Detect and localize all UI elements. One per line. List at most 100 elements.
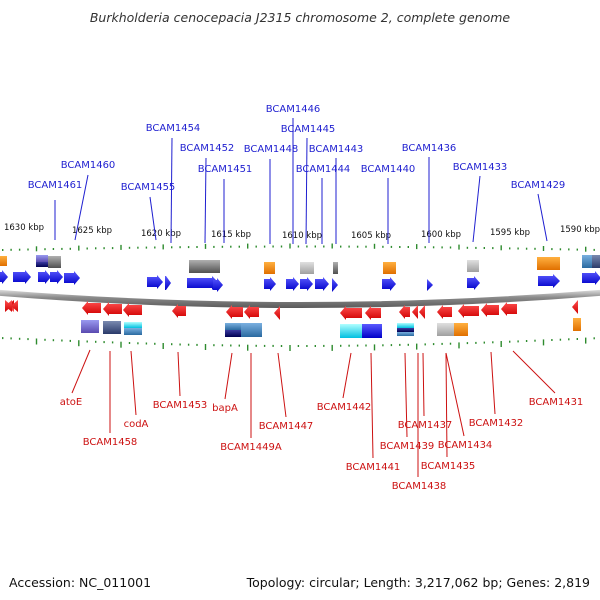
scale-tick bbox=[416, 343, 418, 350]
gene-arrow bbox=[419, 305, 425, 319]
gene-arrow bbox=[11, 300, 18, 312]
scale-tick bbox=[10, 248, 12, 251]
scale-tick bbox=[154, 342, 156, 345]
scale-tick bbox=[432, 343, 435, 346]
scale-tick bbox=[204, 344, 207, 350]
gene-label: BCAM1439 bbox=[380, 441, 435, 452]
cog-feature bbox=[333, 262, 338, 274]
scale-tick bbox=[272, 245, 274, 248]
scale-tick bbox=[458, 342, 460, 349]
gene-label: BCAM1442 bbox=[317, 402, 372, 413]
accession-text: Accession: NC_011001 bbox=[9, 575, 151, 590]
scale-tick bbox=[78, 340, 80, 347]
scale-tick bbox=[441, 342, 443, 345]
gene-arrow bbox=[315, 277, 329, 291]
leader-line bbox=[204, 157, 207, 244]
scale-tick bbox=[103, 247, 105, 250]
scale-tick bbox=[576, 338, 578, 340]
scale-tick bbox=[323, 344, 325, 347]
gene-label: BCAM1448 bbox=[244, 144, 299, 155]
scale-tick bbox=[44, 248, 46, 251]
scale-tick bbox=[458, 244, 460, 250]
gene-arrow bbox=[103, 302, 122, 316]
gene-label: BCAM1431 bbox=[529, 397, 584, 408]
scale-tick bbox=[390, 245, 393, 248]
cog-feature bbox=[582, 255, 592, 268]
genome-summary-text: Topology: circular; Length: 3,217,062 bp… bbox=[246, 575, 590, 590]
scale-tick bbox=[340, 245, 342, 248]
scale-tick bbox=[432, 246, 435, 249]
cog-feature bbox=[454, 323, 468, 336]
scale-tick bbox=[306, 245, 308, 248]
gene-label: codA bbox=[124, 419, 149, 430]
scale-label: 1625 kbp bbox=[72, 226, 112, 236]
scale-tick bbox=[593, 337, 595, 340]
leader-line bbox=[472, 175, 481, 243]
leader-line bbox=[74, 174, 89, 241]
scale-tick bbox=[120, 244, 122, 250]
scale-tick bbox=[61, 339, 63, 342]
scale-tick bbox=[475, 341, 477, 344]
gene-label: BCAM1444 bbox=[296, 164, 351, 175]
scale-tick bbox=[137, 246, 139, 249]
gene-label: BCAM1451 bbox=[198, 164, 253, 175]
scale-tick bbox=[407, 343, 409, 346]
scale-tick bbox=[356, 245, 359, 248]
scale-tick bbox=[509, 340, 511, 343]
scale-tick bbox=[280, 245, 283, 248]
cog-features-forward bbox=[0, 255, 600, 274]
scale-tick bbox=[111, 341, 114, 344]
scale-tick bbox=[306, 345, 308, 347]
scale-tick bbox=[18, 248, 21, 251]
scale-tick bbox=[416, 244, 418, 250]
gene-label: BCAM1433 bbox=[453, 162, 508, 173]
scale-tick bbox=[424, 246, 426, 249]
scale-tick bbox=[179, 246, 181, 249]
scale-tick bbox=[95, 247, 97, 250]
scale-tick bbox=[373, 344, 376, 351]
cog-feature bbox=[537, 257, 560, 270]
scale-tick bbox=[323, 245, 325, 248]
scale-tick bbox=[568, 248, 570, 251]
scale-tick bbox=[187, 246, 190, 249]
cog-feature bbox=[124, 322, 142, 328]
cog-feature bbox=[189, 260, 220, 273]
leader-line bbox=[490, 351, 496, 415]
gene-arrow bbox=[481, 303, 499, 317]
scale-tick bbox=[348, 344, 350, 347]
scale-tick bbox=[483, 247, 485, 249]
scale-tick bbox=[52, 248, 55, 250]
scale-tick bbox=[86, 340, 88, 343]
scale-ticks-top bbox=[2, 243, 595, 252]
scale-tick bbox=[78, 245, 80, 251]
scale-tick bbox=[399, 343, 401, 346]
gene-arrow bbox=[13, 270, 31, 284]
scale-tick bbox=[27, 248, 29, 251]
gene-arrow bbox=[332, 278, 338, 292]
scale-tick bbox=[509, 247, 511, 250]
scale-tick bbox=[69, 339, 71, 342]
scale-tick bbox=[204, 243, 207, 249]
gene-label: BCAM1434 bbox=[438, 440, 493, 451]
gene-arrow bbox=[582, 271, 600, 285]
scale-tick bbox=[263, 245, 266, 248]
reverse-strand-genes bbox=[5, 300, 578, 320]
gene-label: BCAM1461 bbox=[28, 180, 83, 191]
gene-arrow bbox=[399, 305, 410, 319]
scale-tick bbox=[585, 337, 587, 344]
scale-tick bbox=[35, 338, 38, 345]
scale-tick bbox=[145, 342, 148, 345]
gene-label: BCAM1452 bbox=[180, 143, 235, 154]
gene-label: BCAM1454 bbox=[146, 123, 201, 134]
scale-tick bbox=[171, 246, 173, 249]
scale-tick bbox=[593, 248, 595, 251]
scale-tick bbox=[382, 245, 384, 248]
scale-tick bbox=[238, 344, 240, 347]
gene-label: BCAM1443 bbox=[309, 144, 364, 155]
scale-tick bbox=[196, 246, 198, 248]
cog-feature bbox=[397, 328, 414, 332]
scale-tick bbox=[492, 247, 494, 250]
gene-label: BCAM1441 bbox=[346, 462, 401, 473]
scale-tick bbox=[365, 344, 367, 347]
cog-features-reverse bbox=[81, 318, 581, 338]
